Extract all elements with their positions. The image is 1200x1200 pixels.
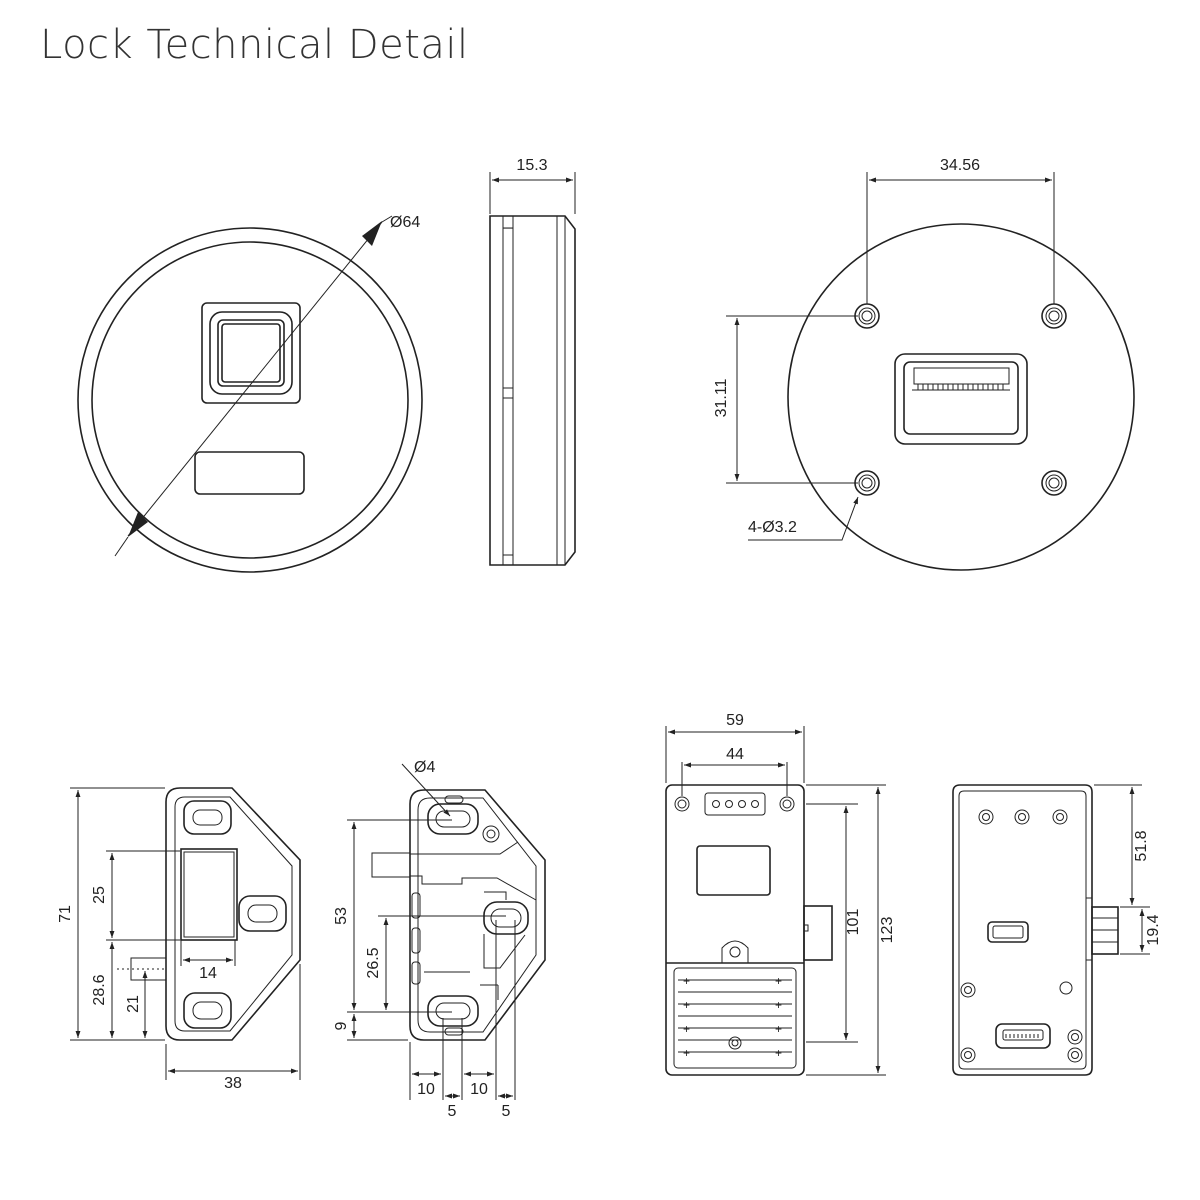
- strike-width-label: 38: [224, 1075, 242, 1092]
- bracket-bottom-label: 9: [333, 1021, 350, 1030]
- hole-count-label: 4-Ø3.2: [748, 519, 797, 536]
- page-title: Lock Technical Detail: [40, 22, 469, 68]
- bracket-hole-label: Ø4: [414, 759, 435, 776]
- hole-spacing-v-label: 31.11: [713, 378, 730, 417]
- body-inner-height-label: 101: [845, 909, 862, 936]
- svg-text:+: +: [775, 1022, 782, 1036]
- hole-spacing-h-label: 34.56: [940, 157, 980, 174]
- strike-pin-label: 21: [125, 995, 142, 1013]
- bracket-mid-label: 26.5: [365, 947, 382, 978]
- bracket-height-label: 53: [333, 907, 350, 925]
- bracket-w1-label: 10: [417, 1081, 435, 1098]
- bracket-w4-label: 5: [502, 1103, 511, 1120]
- body-hole-spacing-label: 44: [726, 746, 744, 763]
- round-front-view: Ø64: [77, 214, 423, 573]
- bracket-view: Ø4 53 26.5 9 10 5 10 5: [333, 759, 546, 1120]
- body-height-label: 123: [879, 917, 896, 944]
- svg-text:+: +: [683, 1046, 690, 1060]
- strike-upper-label: 25: [91, 886, 108, 904]
- diameter-label: Ø64: [390, 214, 420, 231]
- back-latch-label: 19.4: [1145, 914, 1162, 945]
- round-rear-view: 34.56 31.11 4-Ø3.2: [713, 157, 1135, 571]
- thickness-label: 15.3: [516, 157, 547, 174]
- lock-body-back-view: 51.8 19.4: [952, 784, 1162, 1076]
- strike-height-label: 71: [57, 905, 74, 923]
- svg-text:+: +: [683, 974, 690, 988]
- svg-text:+: +: [775, 1046, 782, 1060]
- bracket-w2-label: 5: [448, 1103, 457, 1120]
- strike-lower-label: 28.6: [91, 974, 108, 1005]
- lock-body-front-view: + + + + + + + + 59 44 101 123: [665, 712, 896, 1076]
- round-side-view: 15.3: [489, 157, 576, 566]
- svg-text:+: +: [683, 998, 690, 1012]
- strike-plate-view: 71 25 28.6 21 14 38: [57, 787, 301, 1092]
- svg-text:+: +: [683, 1022, 690, 1036]
- body-width-label: 59: [726, 712, 744, 729]
- svg-text:+: +: [775, 998, 782, 1012]
- strike-window-label: 14: [199, 965, 217, 982]
- back-upper-label: 51.8: [1133, 830, 1150, 861]
- bracket-w3-label: 10: [470, 1081, 488, 1098]
- svg-text:+: +: [775, 974, 782, 988]
